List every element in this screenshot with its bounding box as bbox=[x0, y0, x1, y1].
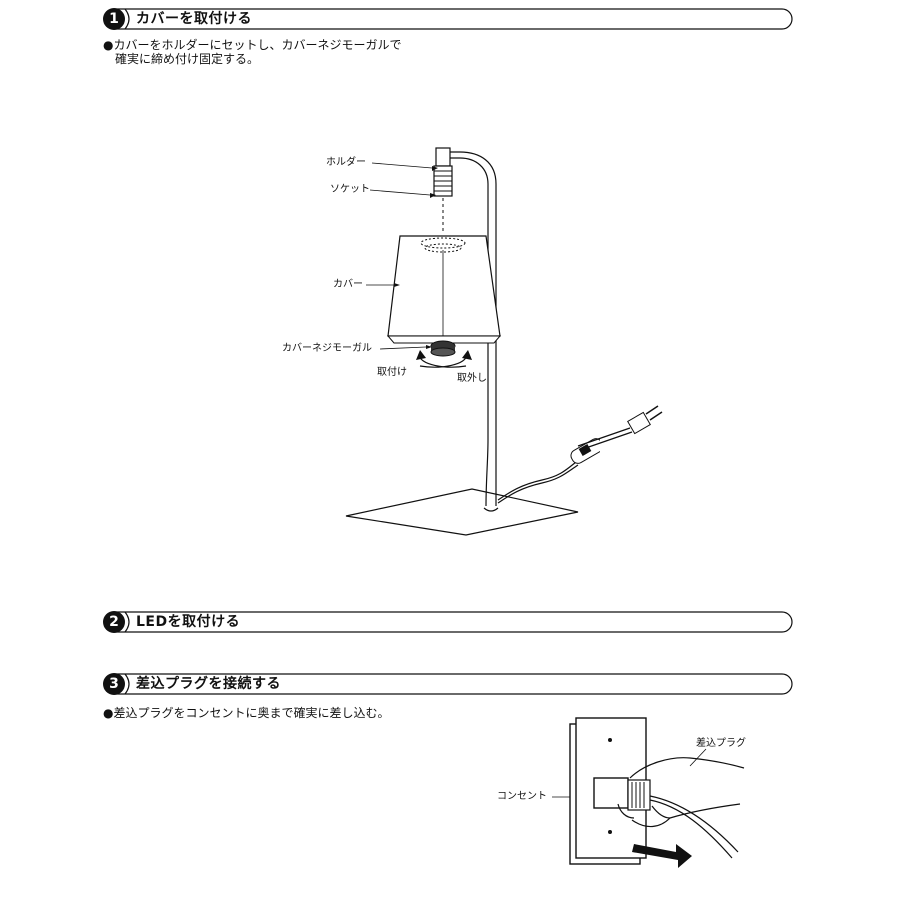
step-3-instruction: ●差込プラグをコンセントに奥まで確実に差し込む。 bbox=[103, 706, 389, 720]
section-bar-frame bbox=[114, 673, 793, 695]
step-1-instruction: ●カバーをホルダーにセットし、カバーネジモーガルで 確実に締め付け固定する。 bbox=[103, 38, 401, 66]
outlet-diagram bbox=[569, 717, 745, 868]
label-cover: カバー bbox=[333, 279, 363, 290]
section-bar-frame bbox=[114, 8, 793, 30]
label-attach: 取付け bbox=[377, 367, 407, 378]
label-outlet: コンセント bbox=[497, 791, 547, 802]
step-3-header: 3 差込プラグを接続する bbox=[103, 673, 793, 695]
cord-plug-diagram bbox=[577, 405, 663, 451]
section-bar-frame bbox=[114, 611, 793, 633]
step-number-1: 1 bbox=[103, 8, 125, 30]
lamp-assembly-figure bbox=[280, 140, 621, 540]
label-holder: ホルダー bbox=[326, 157, 366, 168]
step-number-2: 2 bbox=[103, 611, 125, 633]
step-3-line-1: ●差込プラグをコンセントに奥まで確実に差し込む。 bbox=[103, 706, 390, 720]
step-title-1: カバーを取付ける bbox=[136, 11, 252, 27]
step-title-2: LEDを取付ける bbox=[136, 614, 241, 630]
step-title-3: 差込プラグを接続する bbox=[136, 676, 281, 692]
step-number-3: 3 bbox=[103, 673, 125, 695]
step-1-line-1: ●カバーをホルダーにセットし、カバーネジモーガルで bbox=[103, 38, 402, 52]
step-2-header: 2 LEDを取付ける bbox=[103, 611, 793, 633]
outlet-plug-figure bbox=[560, 712, 750, 877]
label-detach: 取外し bbox=[457, 373, 487, 384]
cord-plug-figure bbox=[550, 400, 670, 480]
label-plug: 差込プラグ bbox=[696, 738, 746, 749]
lamp-diagram bbox=[345, 147, 621, 536]
step-1-header: 1 カバーを取付ける bbox=[103, 8, 793, 30]
label-socket: ソケット bbox=[330, 184, 370, 195]
label-cover-screw: カバーネジモーガル bbox=[282, 343, 372, 354]
step-1-line-2: 確実に締め付け固定する。 bbox=[115, 52, 260, 66]
